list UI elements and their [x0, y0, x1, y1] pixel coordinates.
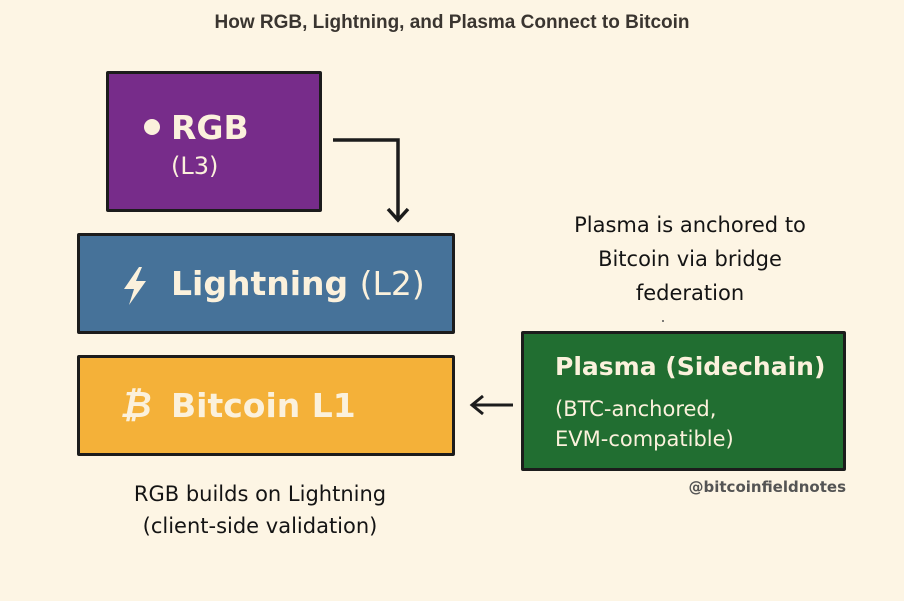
plasma-note-line1: Plasma is anchored to [574, 213, 806, 237]
rgb-sublabel: (L3) [171, 152, 219, 180]
rgb-label: RGB [171, 108, 249, 147]
bitcoin-icon: ₿ [120, 385, 152, 426]
lightning-label: Lightning [171, 264, 349, 303]
plasma-label: Plasma (Sidechain) [555, 352, 826, 381]
rgb-builds-caption: RGB builds on Lightning (client-side val… [100, 478, 420, 542]
lightning-layer-box: Lightning (L2) [77, 233, 455, 334]
rgb-layer-box: RGB (L3) [106, 71, 322, 212]
rgb-note-line2: (client-side validation) [142, 514, 378, 538]
lightning-sublabel: (L2) [359, 264, 425, 303]
diagram-title: How RGB, Lightning, and Plasma Connect t… [214, 12, 690, 33]
plasma-sublabel-line2: EVM-compatible) [555, 427, 734, 451]
plasma-to-bitcoin-arrow [469, 394, 513, 416]
dot-icon [144, 119, 160, 135]
rgb-note-line1: RGB builds on Lightning [133, 482, 387, 506]
plasma-anchor-note: Plasma is anchored to Bitcoin via bridge… [540, 208, 840, 310]
plasma-note-line2: Bitcoin via bridge [598, 247, 782, 271]
plasma-sidechain-box: Plasma (Sidechain) (BTC-anchored, EVM-co… [521, 331, 846, 471]
lightning-bolt-icon [124, 267, 146, 305]
plasma-note-line3: federation [635, 281, 745, 305]
plasma-sublabel-line1: (BTC-anchored, [555, 397, 717, 421]
bitcoin-layer-box: ₿ Bitcoin L1 [77, 355, 455, 456]
small-mark [662, 320, 664, 322]
rgb-to-lightning-arrow [333, 138, 410, 223]
plasma-sublabel: (BTC-anchored, EVM-compatible) [555, 394, 734, 454]
author-handle: @bitcoinfieldnotes [688, 478, 847, 496]
bitcoin-label: Bitcoin L1 [171, 386, 356, 425]
